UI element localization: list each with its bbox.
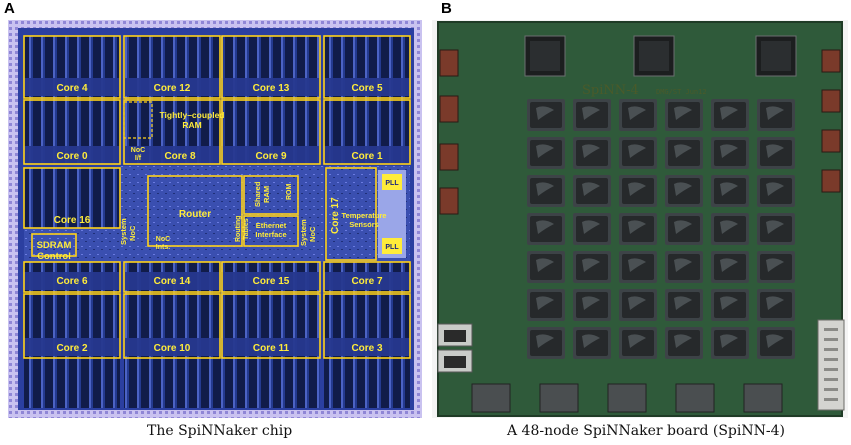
label-core-6: Core 6 (56, 276, 88, 287)
label-ethernet-1: Ethernet (256, 221, 287, 230)
label-core-1: Core 1 (351, 151, 383, 162)
label-core-7: Core 7 (351, 276, 383, 287)
label-routing-tables-2: Tables (243, 218, 250, 240)
backplane-connector (817, 319, 845, 411)
label-rom: ROM (286, 184, 293, 201)
spinn4-board-photo: SpiNN-4 DMG/ST Jun12 (432, 20, 848, 418)
fpga-chips (524, 35, 797, 77)
label-shared-ram-2: RAM (262, 186, 271, 203)
label-shared-ram-1: Shared (253, 181, 262, 207)
label-core-17: Core 17 (330, 197, 341, 234)
caption-panel-a: The SpiNNaker chip (147, 423, 293, 439)
label-system-noc-right-1: System (299, 219, 308, 246)
label-core-5: Core 5 (351, 83, 383, 94)
board-silkscreen-title: SpiNN-4 (582, 83, 639, 98)
label-sdram-2: Control (37, 251, 71, 262)
label-system-noc-left-1: System (119, 218, 128, 245)
label-sdram-1: SDRAM (37, 240, 72, 251)
label-pll-bottom: PLL (385, 244, 399, 251)
panel-a-letter: A (4, 0, 15, 17)
label-core-13: Core 13 (253, 83, 290, 94)
board-silkscreen-sub: DMG/ST Jun12 (656, 88, 707, 96)
label-core-9: Core 9 (255, 151, 287, 162)
label-core-15: Core 15 (253, 276, 290, 287)
label-noc-ints-1: NoC (156, 236, 170, 243)
label-core-11: Core 11 (253, 343, 290, 354)
label-core-12: Core 12 (154, 83, 191, 94)
label-tcram-1: Tightly–coupled (159, 110, 224, 120)
label-core-10: Core 10 (154, 343, 191, 354)
label-routing-tables-1: Routing (235, 216, 242, 242)
ethernet-jacks (437, 323, 473, 373)
chip-die-photo: Core 4 Core 12 Core 13 Core 5 Tightly–co… (8, 20, 422, 418)
label-temp-sensors-2: Sensors (349, 220, 379, 229)
label-temp-sensors-1: Temperature (342, 211, 387, 220)
label-core-2: Core 2 (56, 343, 88, 354)
label-core-8: Core 8 (164, 151, 196, 162)
power-modules (471, 383, 783, 413)
label-ethernet-2: Interface (255, 230, 286, 239)
label-system-noc-right-2: NoC (308, 226, 317, 242)
label-core-3: Core 3 (351, 343, 383, 354)
panel-b-letter: B (441, 0, 452, 17)
label-tcram-2: RAM (182, 120, 201, 130)
label-noc-if-2: I/f (135, 155, 142, 162)
label-system-noc-left-2: NoC (128, 225, 137, 241)
caption-panel-b: A 48-node SpiNNaker board (SpiNN-4) (507, 423, 785, 439)
label-noc-if-1: NoC (131, 147, 145, 154)
label-noc-ints-2: Ints. (156, 244, 170, 251)
label-core-14: Core 14 (154, 276, 191, 287)
label-router: Router (179, 209, 211, 220)
label-core-4: Core 4 (56, 83, 88, 94)
label-core-16: Core 16 (54, 215, 91, 226)
spinnaker-chip-array (520, 98, 796, 364)
label-pll-top: PLL (385, 180, 399, 187)
label-core-0: Core 0 (56, 151, 88, 162)
